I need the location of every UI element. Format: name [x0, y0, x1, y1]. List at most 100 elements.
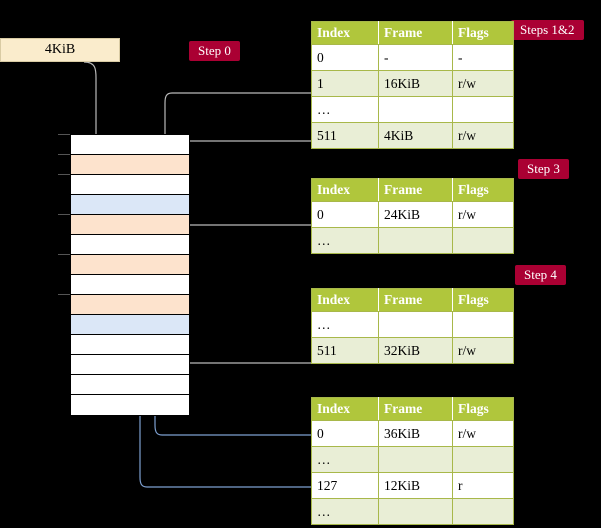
cell-flags: - [452, 44, 514, 71]
memory-frame-row-2 [71, 175, 189, 195]
cell-frame: 36KiB [378, 420, 453, 447]
physical-memory-grid [70, 134, 190, 416]
column-header-index: Index [311, 288, 379, 312]
cell-index: … [311, 446, 379, 473]
memory-frame-row-0 [71, 135, 189, 155]
column-header-frame: Frame [378, 397, 453, 421]
tick-2 [58, 174, 72, 175]
cell-flags: r/w [452, 122, 514, 149]
memory-frame-row-12 [71, 375, 189, 395]
table-row[interactable]: … [311, 498, 514, 525]
cell-index: … [311, 227, 379, 254]
memory-frame-row-8 [71, 295, 189, 315]
badge-step-3-label: Step 3 [527, 161, 560, 176]
memory-tick-marks [58, 134, 72, 416]
cell-flags [452, 227, 514, 254]
cell-index: 1 [311, 70, 379, 97]
memory-frame-row-3 [71, 195, 189, 215]
memory-frame-row-10 [71, 335, 189, 355]
badge-steps-1-2: Steps 1&2 [511, 20, 584, 40]
cell-flags [452, 446, 514, 473]
memory-frame-row-6 [71, 255, 189, 275]
cell-flags [452, 96, 514, 123]
cell-frame: - [378, 44, 453, 71]
cell-frame: 4KiB [378, 122, 453, 149]
cell-frame [378, 96, 453, 123]
badge-step-0: Step 0 [189, 41, 240, 61]
column-header-flags: Flags [452, 178, 514, 202]
badge-step-4: Step 4 [515, 265, 566, 285]
cell-index: … [311, 311, 379, 338]
cell-index: … [311, 96, 379, 123]
memory-frame-row-13 [71, 395, 189, 415]
table-row[interactable]: … [311, 227, 514, 254]
table-row[interactable]: … [311, 96, 514, 123]
column-header-flags: Flags [452, 397, 514, 421]
cell-flags: r [452, 472, 514, 499]
cell-index: … [311, 498, 379, 525]
cell-frame: 24KiB [378, 201, 453, 228]
badge-steps-1-2-label: Steps 1&2 [520, 22, 575, 37]
column-header-index: Index [311, 397, 379, 421]
cell-frame [378, 498, 453, 525]
cell-index: 511 [311, 337, 379, 364]
cell-index: 0 [311, 420, 379, 447]
tick-5 [58, 294, 72, 295]
cell-flags: r/w [452, 420, 514, 447]
source-frame-label: 4KiB [44, 42, 76, 57]
cell-index: 0 [311, 201, 379, 228]
table-row[interactable]: … [311, 446, 514, 473]
cell-frame [378, 311, 453, 338]
column-header-index: Index [311, 178, 379, 202]
memory-frame-row-11 [71, 355, 189, 375]
tick-1 [58, 154, 72, 155]
cell-index: 0 [311, 44, 379, 71]
badge-step-3: Step 3 [518, 159, 569, 179]
cell-frame: 16KiB [378, 70, 453, 97]
cell-frame: 32KiB [378, 337, 453, 364]
cell-flags [452, 498, 514, 525]
column-header-frame: Frame [378, 178, 453, 202]
badge-step-4-label: Step 4 [524, 267, 557, 282]
cell-index: 127 [311, 472, 379, 499]
source-frame-box: 4KiB [0, 38, 120, 62]
table-row[interactable]: 0-- [311, 44, 514, 71]
cell-frame [378, 446, 453, 473]
column-header-flags: Flags [452, 21, 514, 45]
cell-flags [452, 311, 514, 338]
memory-frame-row-4 [71, 215, 189, 235]
tick-0 [58, 134, 72, 135]
memory-frame-row-1 [71, 155, 189, 175]
cell-frame [378, 227, 453, 254]
memory-frame-row-9 [71, 315, 189, 335]
cell-flags: r/w [452, 201, 514, 228]
cell-flags: r/w [452, 70, 514, 97]
table-row[interactable]: … [311, 311, 514, 338]
tick-3 [58, 214, 72, 215]
column-header-frame: Frame [378, 21, 453, 45]
badge-step-0-label: Step 0 [198, 43, 231, 58]
memory-frame-row-5 [71, 235, 189, 255]
column-header-index: Index [311, 21, 379, 45]
column-header-frame: Frame [378, 288, 453, 312]
tick-4 [58, 254, 72, 255]
cell-index: 511 [311, 122, 379, 149]
cell-flags: r/w [452, 337, 514, 364]
memory-frame-row-7 [71, 275, 189, 295]
cell-frame: 12KiB [378, 472, 453, 499]
column-header-flags: Flags [452, 288, 514, 312]
